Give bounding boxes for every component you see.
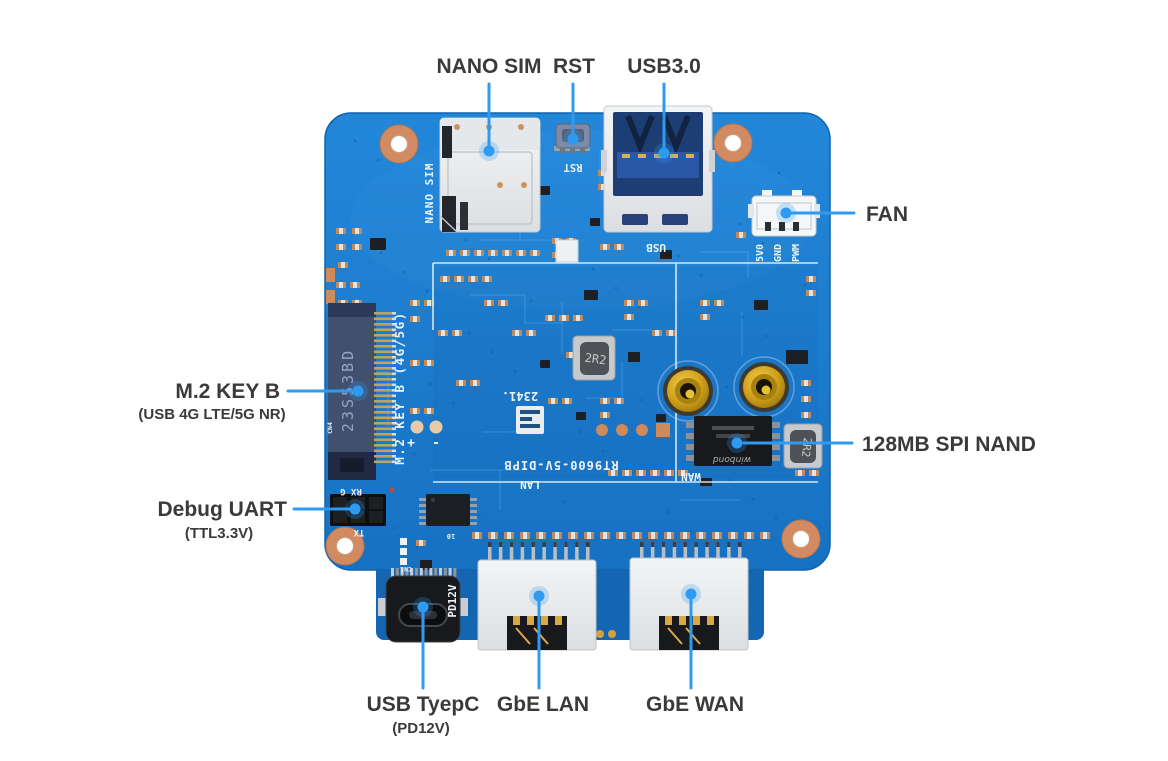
silk-m2-label: M.2 KEY B (4G/5G) <box>392 311 407 464</box>
m2-slot <box>328 303 396 480</box>
mounting-hole-bottom-right <box>781 519 821 559</box>
gbe-lan-port <box>477 542 597 651</box>
callout-rst: RST <box>553 55 595 149</box>
silk-typec-cn: CN1 <box>400 565 412 573</box>
callout-gbe-lan-label: GbE LAN <box>497 693 589 716</box>
callout-debug-uart-label: Debug UART <box>158 498 288 521</box>
mounting-hole-top-left <box>379 124 419 164</box>
callout-spi-nand-label: 128MB SPI NAND <box>862 433 1036 456</box>
callout-usb3-label: USB3.0 <box>627 55 701 78</box>
callout-usb-typec-label: USB TyepC <box>367 693 480 716</box>
silk-wan: WAN <box>681 470 701 483</box>
silk-cn4: CN4 <box>326 422 334 434</box>
silk-inductor2: 2R2 <box>799 437 814 458</box>
copper-test-pads <box>326 268 670 638</box>
silk-m2-minus: - <box>432 436 440 451</box>
callout-spi-nand: 128MB SPI NAND <box>727 433 1036 456</box>
chip-brand: winbond <box>713 454 751 464</box>
nano-sim-slot <box>439 117 541 233</box>
antenna-connector-right <box>733 356 795 418</box>
callout-rst-label: RST <box>553 55 595 78</box>
callout-gbe-wan: GbE WAN <box>646 584 744 716</box>
callout-m2-sub: (USB 4G LTE/5G NR) <box>138 406 285 423</box>
callout-m2: M.2 KEY B (USB 4G LTE/5G NR) <box>138 380 368 423</box>
silk-fan-pin-gnd: GND <box>773 244 784 262</box>
silk-typec-pd: PD12V <box>446 584 459 617</box>
callout-fan: FAN <box>776 203 908 226</box>
callout-usb-typec-sub: (PD12V) <box>392 720 450 737</box>
mounting-hole-bottom-left <box>325 526 365 566</box>
callout-fan-label: FAN <box>866 203 908 226</box>
callout-debug-uart-sub: (TTL3.3V) <box>185 525 253 542</box>
qr-mark <box>516 406 544 434</box>
m2-screw-pads <box>410 420 443 434</box>
usb3-port <box>601 105 715 233</box>
callout-gbe-lan: GbE LAN <box>497 586 589 716</box>
silk-rst: RST <box>564 161 583 173</box>
silk-nano-sim: NANO SIM <box>423 163 436 224</box>
callout-usb3: USB3.0 <box>627 55 701 163</box>
callout-nano-sim-label: NANO SIM <box>437 55 542 78</box>
gbe-wan-port <box>629 542 749 651</box>
silkscreen-small-marks <box>400 538 407 565</box>
silk-usb: USB <box>646 241 666 254</box>
callout-m2-label: M.2 KEY B <box>175 380 280 403</box>
silk-date-code: 2341. <box>502 389 538 403</box>
callout-usb-typec: USB TyepC (PD12V) <box>367 597 480 737</box>
qfp-chip <box>419 494 477 526</box>
mounting-hole-top-right <box>713 123 753 163</box>
silk-model: RT9600-5V-DIPB <box>503 458 618 472</box>
silk-qfp-ref: 10 <box>447 532 455 540</box>
callout-debug-uart: Debug UART (TTL3.3V) <box>158 498 365 542</box>
power-inductor-2 <box>783 423 823 469</box>
silk-m2-plus: + <box>407 436 415 451</box>
silk-uart-tx: TX <box>353 527 364 537</box>
power-inductor-1 <box>572 335 616 381</box>
silk-fan-pin-pwm: PWM <box>791 244 802 262</box>
silk-fan-pin-5v0: 5V0 <box>755 244 766 262</box>
silk-lan: LAN <box>520 478 540 491</box>
antenna-connector-left <box>657 360 719 422</box>
callout-gbe-wan-label: GbE WAN <box>646 693 744 716</box>
silk-uart-pins: RX G <box>340 486 362 496</box>
callout-nano-sim: NANO SIM <box>437 55 542 161</box>
silk-inductor1: 2R2 <box>584 351 607 368</box>
